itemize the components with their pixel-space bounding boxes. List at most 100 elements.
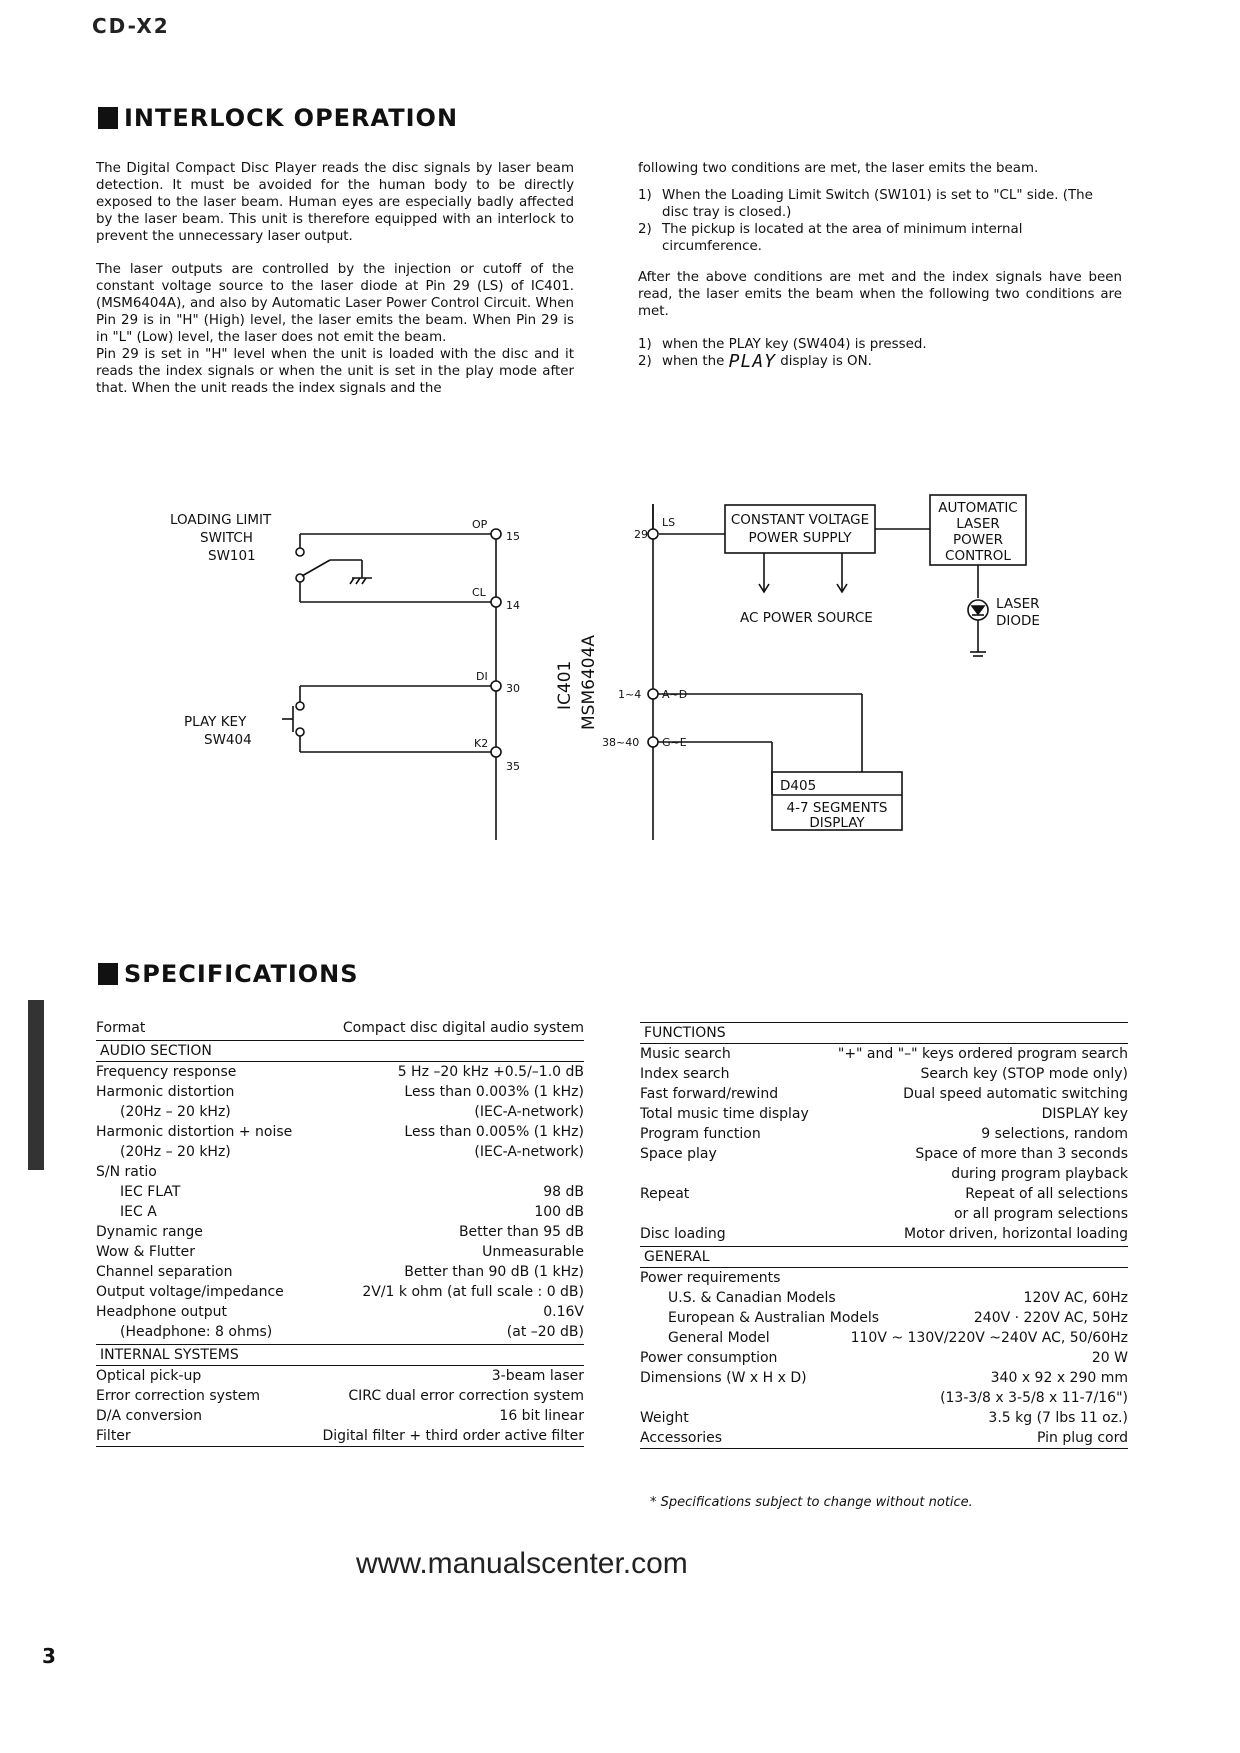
- spec-label: Dimensions (W x H x D): [640, 1370, 807, 1386]
- pin-number: 1~4: [618, 688, 641, 701]
- spec-value: 0.16V: [543, 1304, 584, 1320]
- spec-value: 5 Hz –20 kHz +0.5/–1.0 dB: [397, 1064, 584, 1080]
- interlock-paragraph-3: Pin 29 is set in "H" level when the unit…: [96, 347, 574, 396]
- spec-value: during program playback: [951, 1166, 1128, 1182]
- spec-value: or all program selections: [953, 1206, 1128, 1222]
- spec-label: Power requirements: [640, 1270, 781, 1286]
- spec-label: Fast forward/rewind: [640, 1086, 779, 1102]
- spec-label: Headphone output: [96, 1304, 228, 1320]
- spec-label: (Headphone: 8 ohms): [120, 1324, 273, 1340]
- cv-supply-label: CONSTANT VOLTAGE: [731, 512, 869, 528]
- spec-value: Dual speed automatic switching: [903, 1086, 1128, 1102]
- spec-value: 20 W: [1091, 1350, 1128, 1366]
- spec-row: (20Hz – 20 kHz)(IEC-A-network): [96, 1102, 584, 1122]
- interlock-circuit-diagram: LOADING LIMIT SWITCH SW101 PLAY KEY SW40…: [170, 494, 1040, 840]
- spec-row: Harmonic distortion Less than 0.003% (1 k…: [96, 1082, 584, 1102]
- conditions-list-2: 1)when the PLAY key (SW404) is pressed. …: [638, 336, 1122, 371]
- spec-value: 340 x 92 x 290 mm: [990, 1370, 1128, 1386]
- spec-label: Wow & Flutter: [96, 1244, 196, 1260]
- interlock-right-mid: After the above conditions are met and t…: [638, 270, 1122, 319]
- spec-row: Wow & Flutter Unmeasurable: [96, 1242, 584, 1262]
- ac-power-source-label: AC POWER SOURCE: [740, 610, 873, 626]
- interlock-title: INTERLOCK OPERATION: [98, 104, 458, 132]
- spec-row: Fast forward/rewind Dual speed automatic …: [640, 1084, 1128, 1104]
- interlock-right-intro: following two conditions are met, the la…: [638, 161, 1039, 176]
- spec-label: Repeat: [640, 1186, 690, 1202]
- spec-label: Harmonic distortion: [96, 1084, 235, 1100]
- pin-name: CL: [472, 586, 487, 599]
- spec-section-heading: FUNCTIONS: [640, 1022, 1128, 1044]
- list-item: 1)when the PLAY key (SW404) is pressed.: [638, 337, 927, 352]
- ic-part-label: MSM6404A: [579, 635, 599, 730]
- spec-label: Disc loading: [640, 1226, 726, 1242]
- spec-label: General Model: [668, 1330, 770, 1346]
- spec-row: Power requirements: [640, 1268, 1128, 1288]
- section-bullet-icon: [98, 963, 118, 985]
- page-number: 3: [42, 1644, 56, 1668]
- play-key-label: SW404: [204, 732, 252, 748]
- spec-row: (Headphone: 8 ohms) (at –20 dB): [96, 1322, 584, 1342]
- spec-value: (at –20 dB): [506, 1324, 584, 1340]
- spec-label: Weight: [640, 1410, 689, 1426]
- spec-label: Program function: [640, 1126, 761, 1142]
- header-model-mark: CD-X2: [92, 14, 170, 38]
- play-key-label: PLAY KEY: [184, 714, 247, 730]
- spec-label: Dynamic range: [96, 1224, 203, 1240]
- pin-name: OP: [472, 518, 488, 531]
- pin-number: 15: [506, 530, 520, 543]
- specifications-title: SPECIFICATIONS: [98, 960, 359, 988]
- interlock-right-column: following two conditions are met, the la…: [638, 160, 1122, 384]
- alpc-label: LASER: [956, 516, 1000, 532]
- spec-value: 240V · 220V AC, 50Hz: [973, 1310, 1128, 1326]
- spec-row: Dimensions (W x H x D) 340 x 92 x 290 mm: [640, 1368, 1128, 1388]
- spec-value: 3.5 kg (7 lbs 11 oz.): [988, 1410, 1128, 1426]
- alpc-label: CONTROL: [945, 548, 1011, 564]
- spec-row: (13-3/8 x 3-5/8 x 11-7/16"): [640, 1388, 1128, 1408]
- loading-switch-label: SWITCH: [200, 530, 253, 546]
- pin-number: 30: [506, 682, 520, 695]
- pin-number: 14: [506, 599, 520, 612]
- alpc-label: POWER: [953, 532, 1003, 548]
- spec-row: Format Compact disc digital audio system: [96, 1018, 584, 1038]
- spec-label: Music search: [640, 1046, 731, 1062]
- spec-value: Less than 0.003% (1 kHz): [404, 1084, 584, 1100]
- spec-label: Index search: [640, 1066, 730, 1082]
- spec-value: 100 dB: [534, 1204, 584, 1220]
- spec-value: Unmeasurable: [482, 1244, 584, 1260]
- spec-row: Weight 3.5 kg (7 lbs 11 oz.): [640, 1408, 1128, 1428]
- spec-label: Optical pick-up: [96, 1368, 202, 1384]
- spec-label: Accessories: [640, 1430, 723, 1446]
- loading-switch-label: SW101: [208, 548, 256, 564]
- pin-number: 35: [506, 760, 520, 773]
- interlock-left-column: The Digital Compact Disc Player reads th…: [96, 160, 574, 413]
- spec-value: CIRC dual error correction system: [348, 1388, 584, 1404]
- spec-row: during program playback: [640, 1164, 1128, 1184]
- spec-value: 9 selections, random: [981, 1126, 1128, 1142]
- pin-name: G~E: [662, 736, 687, 749]
- spec-label: D/A conversion: [96, 1408, 202, 1424]
- interlock-paragraph-1: The Digital Compact Disc Player reads th…: [96, 161, 574, 244]
- spec-value: 110V ~ 130V/220V ~240V AC, 50/60Hz: [850, 1330, 1128, 1346]
- pin-number: 38~40: [602, 736, 639, 749]
- laser-diode-label: DIODE: [996, 613, 1040, 629]
- pin-name: DI: [476, 670, 488, 683]
- spec-label: Format: [96, 1020, 146, 1036]
- spec-row: (20Hz – 20 kHz)(IEC-A-network): [96, 1142, 584, 1162]
- spec-label: Frequency response: [96, 1064, 237, 1080]
- spec-label: Harmonic distortion + noise: [96, 1124, 293, 1140]
- spec-label: (20Hz – 20 kHz): [120, 1144, 231, 1160]
- interlock-paragraph-2: The laser outputs are controlled by the …: [96, 262, 574, 345]
- spec-row: Music search"+" and "–" keys ordered pro…: [640, 1044, 1128, 1064]
- spec-value: Compact disc digital audio system: [342, 1020, 584, 1036]
